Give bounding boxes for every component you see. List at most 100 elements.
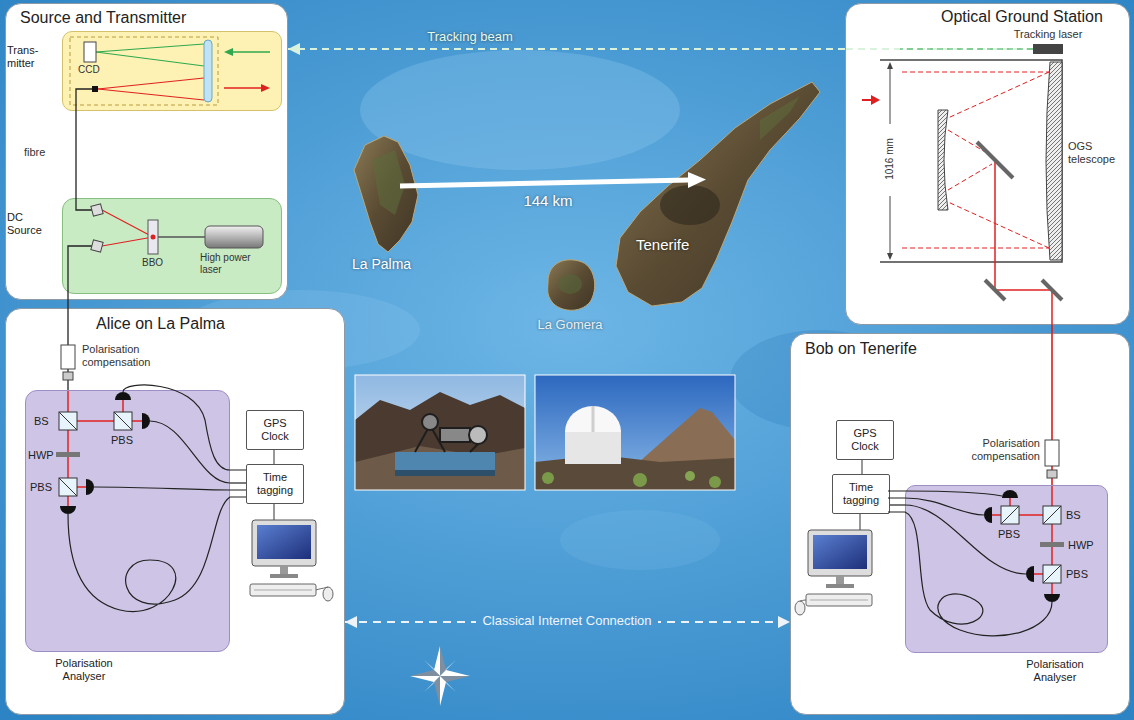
island-tenerife — [660, 185, 720, 225]
box-label: Time tagging — [836, 481, 886, 507]
photo-ground-station — [592, 406, 595, 432]
label-anchor: Tracking laser — [1014, 28, 1083, 41]
connector — [345, 621, 790, 623]
connector — [1051, 325, 1053, 485]
photo-transmitter-site — [422, 414, 438, 430]
island-la-palma — [354, 136, 418, 252]
part-label: CCD — [78, 64, 100, 76]
photo-transmitter-site — [415, 425, 430, 452]
ocean — [560, 510, 720, 570]
time-tagger-box: Time tagging — [246, 464, 304, 504]
photo-transmitter-site — [395, 470, 495, 476]
part-label: Polarisation compensation — [956, 437, 1040, 463]
panel-title: Source and Transmitter — [20, 8, 301, 27]
compass-rose — [434, 646, 440, 676]
part-label: OGS telescope — [1068, 140, 1126, 166]
place-name: Tenerife — [636, 236, 689, 254]
box-heading: Polarisation Analyser — [1009, 658, 1101, 684]
distance-arrow — [400, 172, 706, 188]
photo-transmitter-site — [469, 426, 487, 444]
photo-ground-station — [542, 472, 554, 484]
label-anchor: CCD — [78, 64, 100, 76]
photo-transmitter-site — [440, 428, 470, 442]
photo-ground-station — [565, 406, 621, 432]
part-label: PBS — [111, 434, 133, 447]
island-la-gomera — [548, 260, 595, 310]
label-anchor: PBS — [1066, 568, 1088, 581]
connector — [230, 482, 246, 483]
island-la-palma — [354, 136, 418, 252]
photo-transmitter-site — [395, 452, 495, 472]
connector-label: Tracking beam — [427, 29, 513, 45]
label-anchor: High power laser — [200, 252, 262, 276]
photo-ground-station — [535, 375, 735, 490]
clock-box: GPS Clock — [836, 420, 894, 460]
photo-ground-station — [685, 471, 695, 481]
part-label: PBS — [1066, 568, 1088, 581]
analyser-box: Polarisation Analyser — [25, 390, 230, 652]
connector-label: Classical Internet Connection — [476, 613, 657, 629]
island-la-gomera — [548, 260, 595, 310]
part-label: BS — [1066, 509, 1081, 522]
place-name: La Palma — [352, 256, 411, 273]
photo-ground-station — [535, 375, 735, 490]
photo-ground-station — [565, 430, 621, 464]
connector — [862, 460, 863, 474]
photo-transmitter-site — [355, 375, 525, 490]
part-label: PBS — [998, 528, 1020, 541]
connector — [288, 48, 845, 50]
island-tenerife — [616, 82, 820, 306]
label-anchor: PBS — [30, 481, 52, 494]
compass-rose — [410, 676, 440, 682]
island-la-palma — [372, 150, 405, 215]
photo-transmitter-site — [355, 392, 525, 490]
label-anchor: 1016 mm — [860, 153, 920, 165]
panel-title: Optical Ground Station — [941, 7, 1134, 26]
compass-rose — [410, 670, 440, 676]
part-label: Tracking laser — [1014, 28, 1083, 41]
panel-title: Alice on La Palma — [96, 314, 434, 333]
label-anchor: BS — [1066, 509, 1081, 522]
part-label: BS — [34, 415, 49, 428]
label-anchor: Tenerife — [636, 236, 689, 254]
connector-label: fibre — [24, 146, 45, 159]
island-la-gomera — [558, 274, 582, 294]
box-label: GPS Clock — [250, 417, 300, 443]
clock-box: GPS Clock — [246, 410, 304, 450]
photo-transmitter-site — [355, 446, 525, 490]
label-anchor: PBS — [111, 434, 133, 447]
label-anchor: HWP — [28, 449, 54, 462]
source-box: DC Source — [62, 198, 282, 294]
dimension-label: 1016 mm — [884, 129, 896, 189]
photo-ground-station — [535, 375, 735, 490]
label-anchor: BBO — [142, 257, 163, 269]
label-anchor: fibre — [24, 146, 45, 159]
compass-rose — [444, 660, 456, 672]
photo-transmitter-site — [470, 444, 478, 452]
panel-box: Alice on La PalmaPolarisation AnalyserGP… — [5, 308, 345, 715]
label-anchor: Polarisation compensation — [956, 437, 1040, 463]
photo-transmitter-site — [355, 375, 525, 490]
compass-rose — [410, 646, 470, 706]
part-label: High power laser — [200, 252, 262, 276]
part-label: HWP — [1068, 539, 1094, 552]
connector — [67, 294, 68, 390]
compass-rose — [440, 676, 470, 682]
label-anchor: La Palma — [352, 256, 411, 273]
compass-rose — [424, 660, 436, 672]
photo-transmitter-site — [355, 375, 525, 490]
part-label: PBS — [30, 481, 52, 494]
distance-arrow — [400, 180, 690, 186]
label-anchor: Tracking beam — [427, 29, 513, 45]
label-anchor: HWP — [1068, 539, 1094, 552]
box-label: GPS Clock — [840, 427, 890, 453]
ocean — [360, 50, 680, 170]
photo-ground-station — [630, 408, 735, 490]
photo-transmitter-site — [415, 414, 487, 452]
island-tenerife — [616, 82, 820, 306]
compass-rose — [424, 680, 436, 692]
part-label: Polarisation compensation — [82, 343, 166, 369]
label-anchor: La Gomera — [537, 317, 602, 333]
